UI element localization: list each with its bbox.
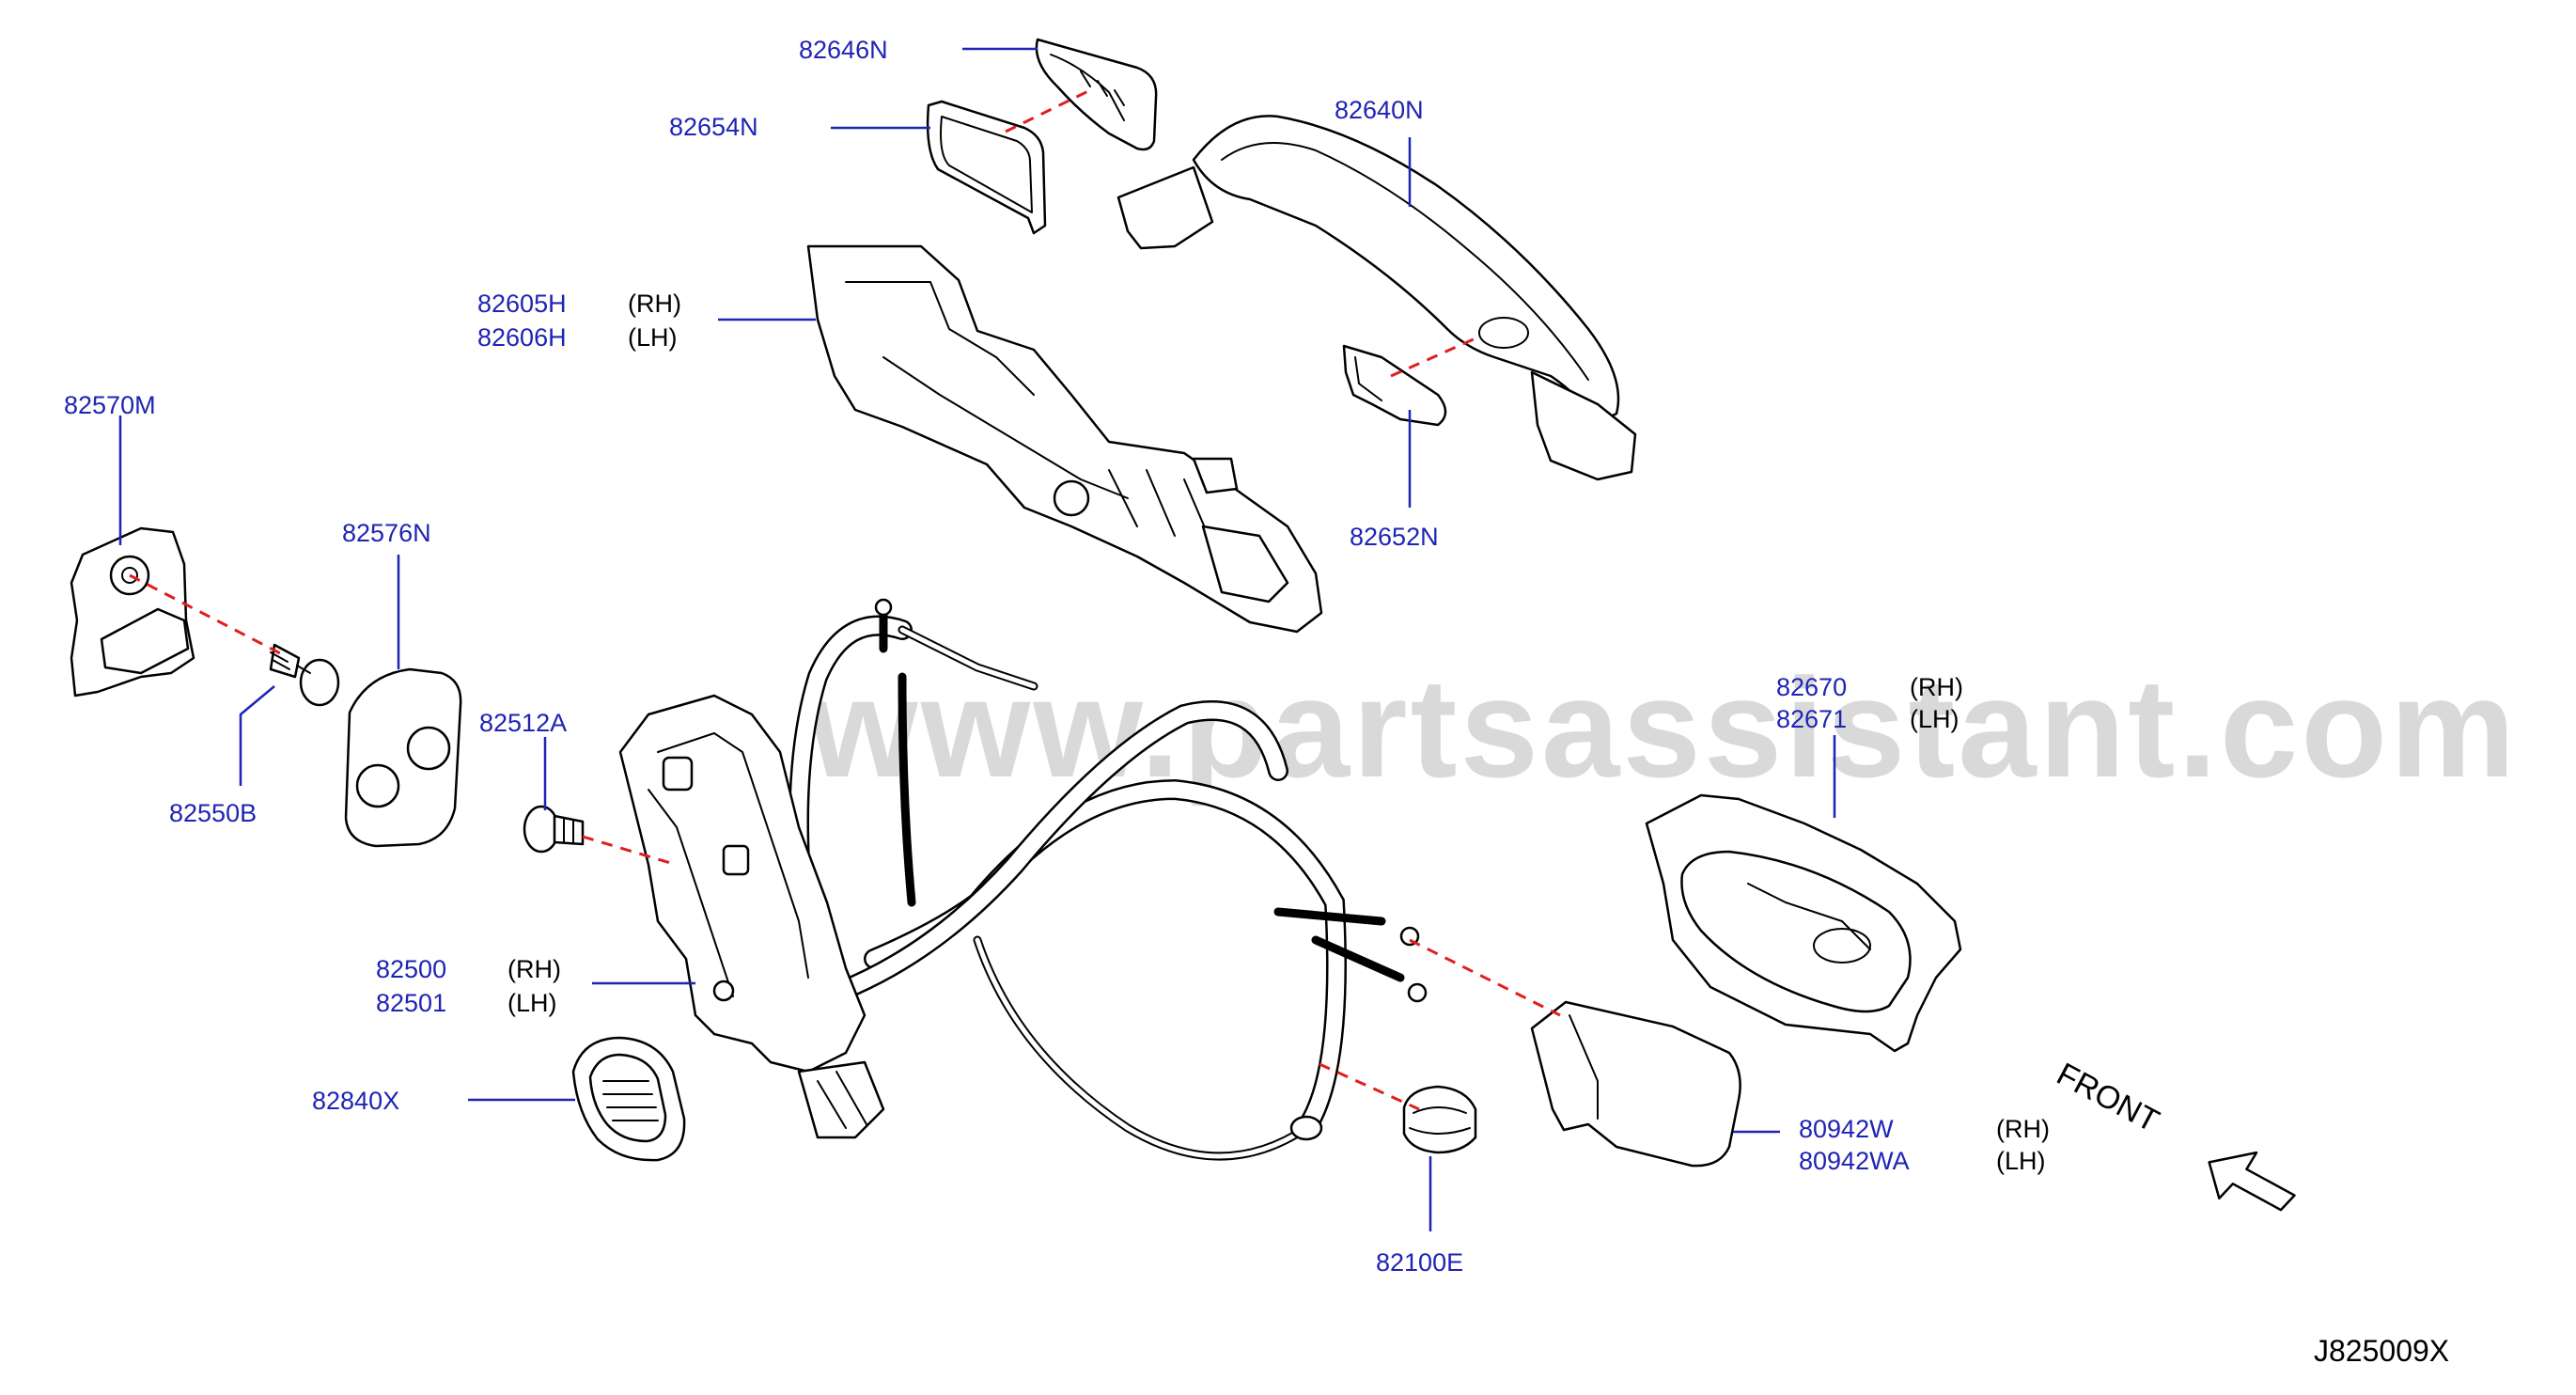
handle-escutcheon-cap-drawing <box>1035 38 1158 151</box>
cable-clip-drawing <box>1402 1085 1477 1154</box>
diagram-code: J825009X <box>2314 1334 2449 1368</box>
label-82671: 82671 <box>1776 705 1847 733</box>
label-82605H: 82605H <box>477 290 567 318</box>
part-labels: 82646N 82654N 82640N 82605H (RH) 82606H … <box>64 36 2449 1368</box>
inside-handle-drawing <box>1645 793 1962 1053</box>
handle-bracket-drawing <box>806 244 1323 634</box>
door-striker-drawing <box>70 526 195 698</box>
label-82670-side: (RH) <box>1910 673 1963 701</box>
dashed-links <box>129 88 1561 1111</box>
label-82550B: 82550B <box>169 799 257 827</box>
inside-handle-escutcheon-drawing <box>1530 1000 1741 1168</box>
watermark: www.partsassistant.com <box>807 649 2518 807</box>
label-82670: 82670 <box>1776 673 1847 701</box>
escutcheon-gasket-drawing <box>926 100 1047 235</box>
grommet-drawing <box>571 1036 686 1162</box>
striker-screw-drawing <box>269 643 340 707</box>
leader-lines <box>118 47 1836 1231</box>
label-82640N: 82640N <box>1335 96 1424 124</box>
front-direction-label: FRONT <box>2051 1057 2164 1140</box>
lock-bolt-drawing <box>523 805 585 854</box>
label-80942WA: 80942WA <box>1799 1147 1910 1175</box>
label-82652N: 82652N <box>1350 523 1439 551</box>
label-82501-side: (LH) <box>507 989 557 1017</box>
outside-handle-grip-drawing <box>1116 115 1637 481</box>
label-80942W: 80942W <box>1799 1115 1894 1143</box>
handle-clip-drawing <box>1342 344 1447 427</box>
label-82606H: 82606H <box>477 323 567 352</box>
label-82840X: 82840X <box>312 1087 399 1115</box>
label-82654N: 82654N <box>669 113 758 141</box>
label-80942W-side: (RH) <box>1996 1115 2050 1143</box>
front-arrow-icon <box>2208 1151 2296 1212</box>
label-82501: 82501 <box>376 989 446 1017</box>
label-82576N: 82576N <box>342 519 431 547</box>
label-82605H-side: (RH) <box>628 290 681 318</box>
striker-shim-drawing <box>344 667 462 848</box>
label-82671-side: (LH) <box>1910 705 1959 733</box>
label-82512A: 82512A <box>479 709 567 737</box>
lock-cables-drawing <box>788 598 1428 1161</box>
label-80942WA-side: (LH) <box>1996 1147 2046 1175</box>
label-82570M: 82570M <box>64 391 156 419</box>
label-82500-side: (RH) <box>507 955 561 983</box>
door-lock-actuator-drawing <box>618 694 885 1139</box>
label-82646N: 82646N <box>799 36 888 64</box>
label-82100E: 82100E <box>1376 1248 1463 1277</box>
label-82500: 82500 <box>376 955 446 983</box>
label-82606H-side: (LH) <box>628 323 678 352</box>
